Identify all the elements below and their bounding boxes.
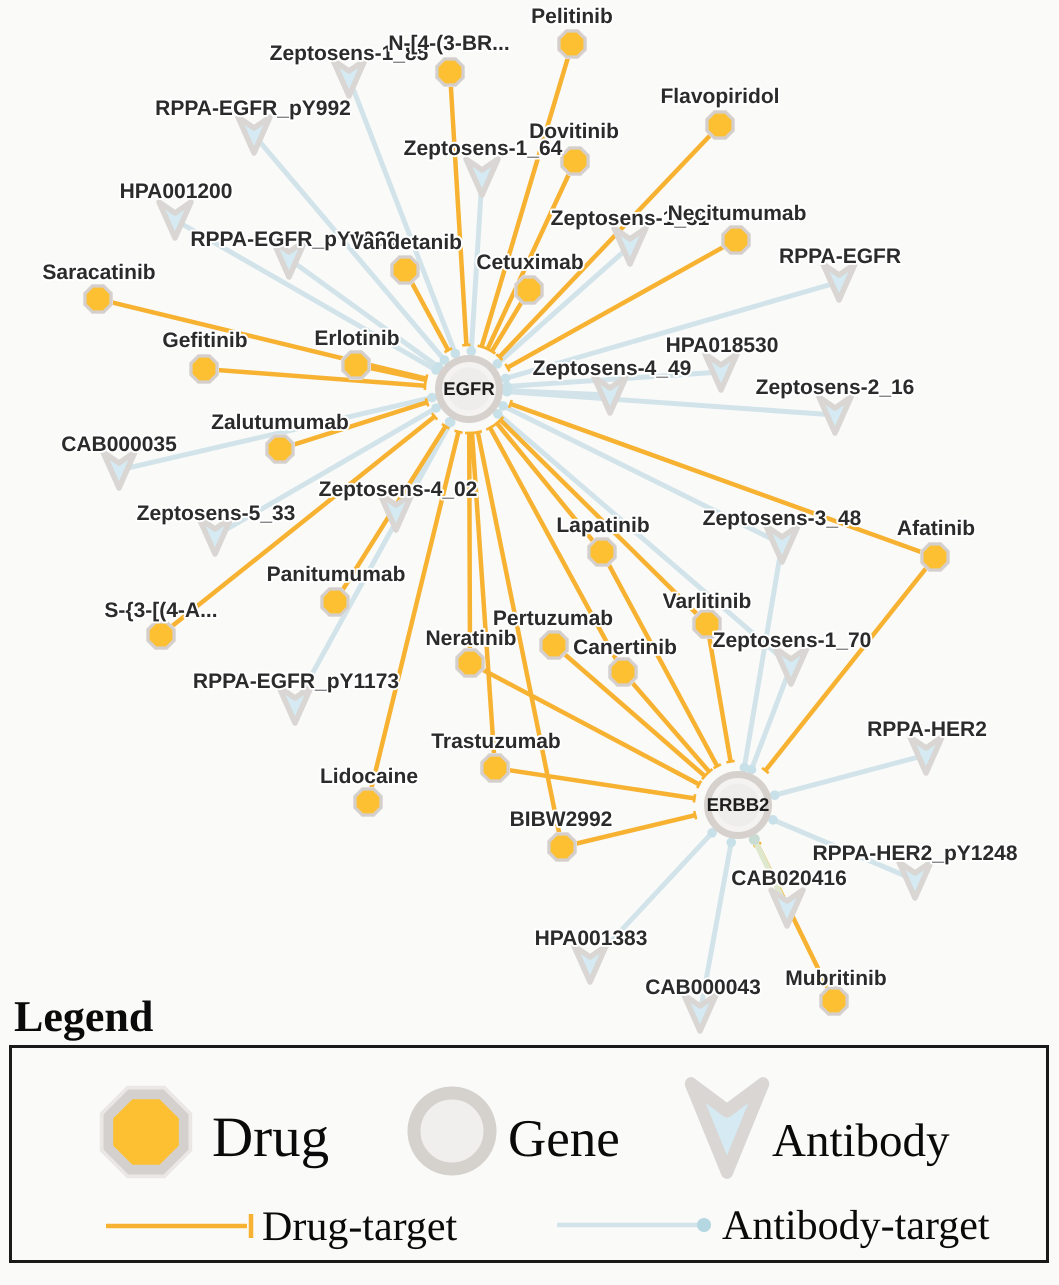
- svg-text:Drug: Drug: [212, 1106, 329, 1169]
- svg-text:Canertinib: Canertinib: [573, 636, 677, 659]
- svg-text:EGFR: EGFR: [443, 378, 494, 399]
- svg-text:Zalutumumab: Zalutumumab: [211, 411, 349, 434]
- svg-text:Pertuzumab: Pertuzumab: [493, 607, 613, 630]
- svg-text:Neratinib: Neratinib: [425, 627, 516, 650]
- svg-text:Zeptosens-1_64: Zeptosens-1_64: [404, 137, 563, 160]
- svg-text:RPPA-HER2: RPPA-HER2: [867, 718, 987, 741]
- svg-text:RPPA-EGFR_pY1068: RPPA-EGFR_pY1068: [190, 228, 398, 251]
- svg-text:Zeptosens-1_70: Zeptosens-1_70: [713, 629, 872, 652]
- svg-text:Lidocaine: Lidocaine: [320, 765, 418, 788]
- svg-text:Zeptosens-5_33: Zeptosens-5_33: [137, 502, 296, 525]
- svg-text:N-[4-(3-BR...: N-[4-(3-BR...: [388, 32, 509, 55]
- svg-text:Varlitinib: Varlitinib: [663, 590, 752, 613]
- svg-text:Vandetanib: Vandetanib: [350, 231, 462, 254]
- svg-text:Legend: Legend: [14, 992, 153, 1041]
- svg-text:S-{3-[(4-A...: S-{3-[(4-A...: [104, 599, 217, 622]
- svg-text:Saracatinib: Saracatinib: [42, 261, 155, 284]
- svg-text:CAB000043: CAB000043: [645, 976, 761, 999]
- svg-text:RPPA-HER2_pY1248: RPPA-HER2_pY1248: [812, 842, 1017, 865]
- svg-text:Dovitinib: Dovitinib: [529, 120, 619, 143]
- svg-text:BIBW2992: BIBW2992: [510, 808, 613, 831]
- svg-text:HPA018530: HPA018530: [666, 334, 779, 357]
- svg-text:Zeptosens-1_85: Zeptosens-1_85: [270, 42, 429, 65]
- svg-text:CAB020416: CAB020416: [731, 867, 847, 890]
- svg-text:Trastuzumab: Trastuzumab: [431, 730, 561, 753]
- svg-text:Gene: Gene: [508, 1110, 620, 1168]
- svg-text:Flavopiridol: Flavopiridol: [660, 85, 779, 108]
- svg-text:Antibody: Antibody: [772, 1115, 950, 1167]
- svg-text:Zeptosens-2_16: Zeptosens-2_16: [756, 376, 915, 399]
- svg-text:Zeptosens-4_02: Zeptosens-4_02: [319, 478, 478, 501]
- svg-text:HPA001200: HPA001200: [120, 180, 233, 203]
- svg-text:Zeptosens-4_49: Zeptosens-4_49: [533, 357, 692, 380]
- svg-text:Afatinib: Afatinib: [897, 517, 975, 540]
- svg-text:Zeptosens-3_48: Zeptosens-3_48: [703, 507, 862, 530]
- svg-text:Gefitinib: Gefitinib: [162, 329, 247, 352]
- svg-text:RPPA-EGFR: RPPA-EGFR: [779, 245, 901, 268]
- svg-text:Pelitinib: Pelitinib: [531, 5, 613, 28]
- svg-text:Panitumumab: Panitumumab: [267, 563, 406, 586]
- svg-text:ERBB2: ERBB2: [707, 794, 770, 815]
- svg-text:Drug-target: Drug-target: [262, 1204, 457, 1250]
- svg-text:RPPA-EGFR_pY992: RPPA-EGFR_pY992: [155, 97, 351, 120]
- svg-text:CAB000035: CAB000035: [61, 433, 177, 456]
- svg-text:Mubritinib: Mubritinib: [785, 967, 886, 990]
- svg-text:Necitumumab: Necitumumab: [668, 202, 807, 225]
- svg-text:Antibody-target: Antibody-target: [722, 1203, 990, 1249]
- svg-text:HPA001383: HPA001383: [535, 927, 648, 950]
- svg-text:Zeptosens-1_31: Zeptosens-1_31: [551, 207, 710, 230]
- svg-text:Cetuximab: Cetuximab: [476, 251, 583, 274]
- svg-text:Erlotinib: Erlotinib: [314, 327, 399, 350]
- svg-text:RPPA-EGFR_pY1173: RPPA-EGFR_pY1173: [193, 670, 399, 693]
- svg-text:Lapatinib: Lapatinib: [556, 514, 649, 537]
